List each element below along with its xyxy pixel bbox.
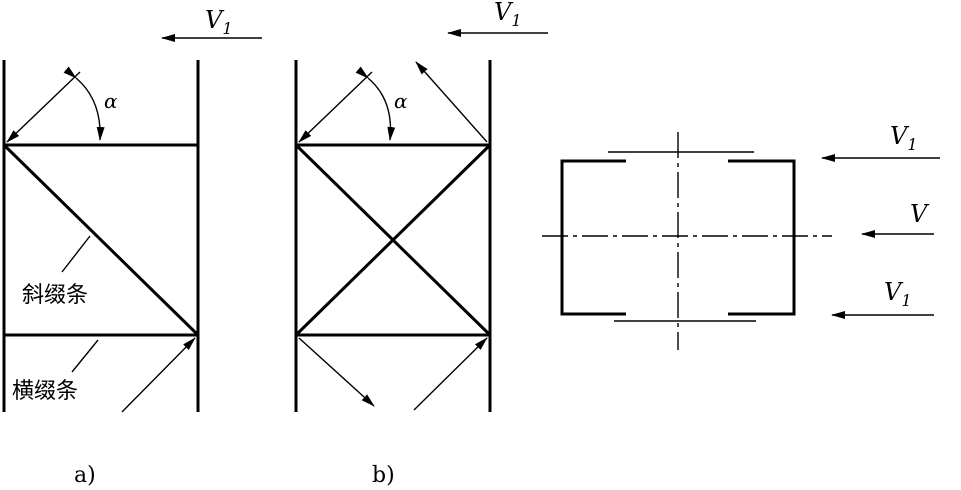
panel-b-diagonal-2: [294, 143, 492, 337]
panel-b-top-left-arrow: [298, 71, 373, 143]
panel-b-angle-arc: [355, 66, 396, 141]
panel-a-v1-label: V1: [205, 6, 233, 38]
panel-b: α V1 b): [294, 0, 548, 488]
caption-b: b): [372, 463, 395, 488]
panel-a-bottom-force-arrow: [121, 337, 196, 413]
panel-b-top-right-arrow: [415, 61, 488, 143]
diagonal-leader-line: [61, 235, 91, 273]
panel-b-v1-label: V1: [494, 0, 522, 30]
label-horizontal-batten: 横缀条: [12, 379, 78, 404]
section-v1-top-label: V1: [890, 122, 918, 154]
cross-section: V1 V V1: [542, 122, 940, 350]
panel-a-angle-arc: [63, 66, 105, 141]
panel-b-alpha-label: α: [394, 89, 408, 113]
left-channel: [560, 159, 626, 316]
label-diagonal-lacing: 斜缀条: [22, 283, 88, 308]
panel-b-bottom-right-arrow: [413, 337, 488, 411]
panel-a-diagonal-lacing: [2, 143, 200, 337]
panel-b-bottom-left-arrow: [298, 337, 375, 407]
right-channel: [728, 159, 796, 316]
panel-a-top-force-arrow: [6, 71, 81, 143]
section-v1-bottom-label: V1: [884, 278, 912, 310]
section-v-label: V: [910, 200, 930, 228]
panel-a-alpha-label: α: [104, 89, 118, 113]
caption-a: a): [74, 463, 96, 488]
panel-a: α V1 斜缀条 横缀条 a): [2, 6, 262, 488]
horizontal-leader-line: [71, 339, 99, 373]
